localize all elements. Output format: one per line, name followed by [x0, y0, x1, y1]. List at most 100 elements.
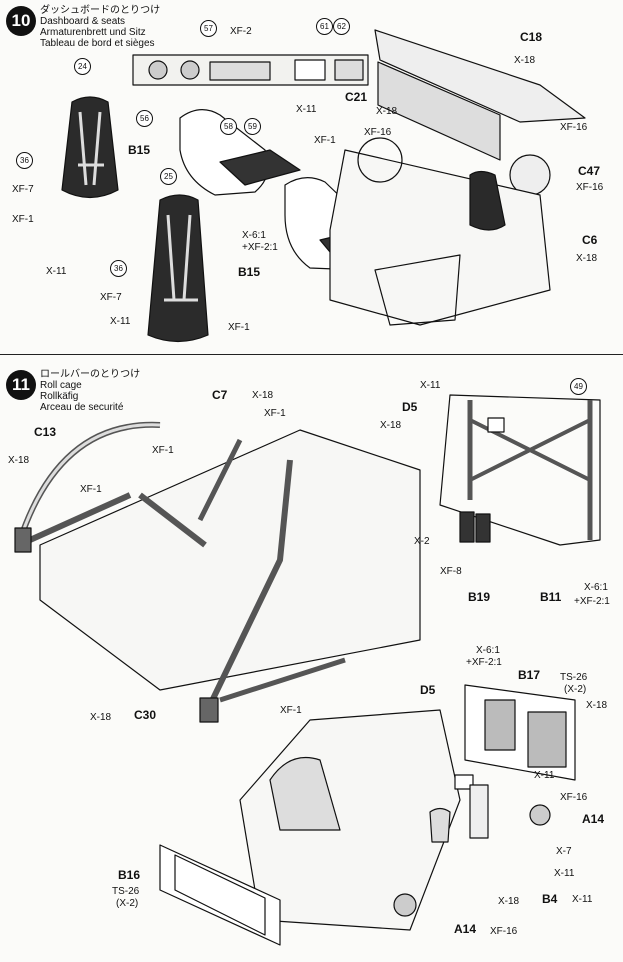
paint-x18-e: X-18 [586, 700, 608, 711]
paint-x18-b: X-18 [8, 455, 30, 466]
part-a14-b: A14 [454, 922, 477, 936]
paint-xf8: XF-8 [440, 566, 462, 577]
step-10-title-fr: Tableau de bord et sièges [40, 38, 155, 49]
step-11-title-de: Rollkäfig [40, 391, 79, 402]
step-10-title-en: Dashboard & seats [40, 16, 126, 27]
cage-tube-c30 [207, 459, 293, 707]
paint-x18-a: X-18 [252, 390, 274, 401]
body-shell-upper [39, 429, 421, 691]
part-c21: C21 [345, 90, 368, 104]
paint-xf7-b: XF-7 [100, 292, 122, 303]
paint-xf1-c: XF-1 [80, 484, 102, 495]
paint-x61: X-6:1 [242, 230, 266, 241]
part-d5-lower [454, 774, 474, 790]
wheel-c6 [469, 170, 506, 231]
paint-xf16-a: XF-16 [364, 127, 392, 138]
callout-36-a: 36 [16, 152, 33, 169]
paint-x2: X-2 [414, 536, 430, 547]
step-10-titles: ダッシュボードのとりつけ Dashboard & seats Armaturen… [40, 5, 160, 49]
part-a14-lower [393, 893, 417, 917]
part-c13: C13 [34, 425, 57, 439]
step-11-number: 11 [6, 370, 36, 400]
paint-xf16-b: XF-16 [560, 122, 588, 133]
step-divider [0, 354, 623, 355]
callout-57: 57 [200, 20, 217, 37]
paint-xf1-a: XF-1 [264, 408, 286, 419]
part-d5-b: D5 [420, 683, 436, 697]
paint-xf1-a: XF-1 [314, 135, 336, 146]
frame-b16 [159, 844, 281, 946]
paint-xf21-a: +XF-2:1 [574, 596, 610, 607]
paint-x61-a: X-6:1 [584, 582, 608, 593]
part-c6: C6 [582, 233, 598, 247]
paint-x2-a: (X-2) [564, 684, 587, 695]
part-b4: B4 [542, 892, 558, 906]
rear-cage-b11 [439, 394, 601, 546]
part-d5-a: D5 [402, 400, 418, 414]
paint-xf16-b: XF-16 [490, 926, 518, 937]
paint-xf1-d: XF-1 [280, 705, 302, 716]
paint-x11-a: X-11 [296, 104, 317, 115]
part-c47: C47 [578, 164, 601, 178]
paint-xf21-b: +XF-2:1 [466, 657, 502, 668]
cage-tube-c7 [138, 492, 207, 548]
paint-xf1-b: XF-1 [152, 445, 174, 456]
part-a14-upper [529, 804, 551, 826]
paint-x61-b: X-6:1 [476, 645, 500, 656]
paint-xf7-a: XF-7 [12, 184, 34, 195]
part-a14-a: A14 [582, 812, 605, 826]
paint-xf16-a: XF-16 [560, 792, 588, 803]
step-10-title-jp: ダッシュボードのとりつけ [40, 5, 161, 16]
step-11-titles: ロールバーのとりつけ Roll cage Rollkäfig Arceau de… [40, 369, 140, 413]
paint-xf1-c: XF-1 [228, 322, 250, 333]
callout-25: 25 [160, 168, 177, 185]
step-11-title-en: Roll cage [40, 380, 82, 391]
paint-x11-a: X-11 [420, 380, 441, 391]
paint-xf1-b: XF-1 [12, 214, 34, 225]
step-10-title-de: Armaturenbrett und Sitz [40, 27, 146, 38]
paint-x11-b: X-11 [534, 770, 555, 781]
part-c7: C7 [212, 388, 228, 402]
part-b19: B19 [468, 590, 491, 604]
paint-x18-c: X-18 [576, 253, 598, 264]
part-b15-b: B15 [238, 265, 261, 279]
callout-59: 59 [244, 118, 261, 135]
paint-ts26-a: TS-26 [560, 672, 588, 683]
callout-24: 24 [74, 58, 91, 75]
callout-36-b: 36 [110, 260, 127, 277]
paint-x18-b: X-18 [376, 106, 398, 117]
paint-x7: X-7 [556, 846, 572, 857]
step-11-title-fr: Arceau de securité [40, 402, 124, 413]
part-b15-a: B15 [128, 143, 151, 157]
paint-ts26-b: TS-26 [112, 886, 140, 897]
paint-xf21: +XF-2:1 [242, 242, 278, 253]
dashboard-c18 [374, 29, 586, 123]
paint-xf2: XF-2 [230, 26, 252, 37]
callout-58: 58 [220, 118, 237, 135]
paint-x18-f: X-18 [498, 896, 520, 907]
paint-x11-c: X-11 [110, 316, 131, 327]
step-10-number: 10 [6, 6, 36, 36]
part-c18: C18 [520, 30, 543, 44]
part-b16: B16 [118, 868, 141, 882]
paint-x18-d: X-18 [90, 712, 112, 723]
step-10-illustration [61, 29, 586, 343]
paint-xf16-c: XF-16 [576, 182, 604, 193]
paint-x18-a: X-18 [514, 55, 536, 66]
callout-56: 56 [136, 110, 153, 127]
seat-24-harness [61, 96, 119, 199]
paint-x2-b: (X-2) [116, 898, 139, 909]
paint-x18-c: X-18 [380, 420, 402, 431]
seat-25-harness [147, 194, 209, 343]
paint-x11-c: X-11 [554, 868, 575, 879]
callout-62: 62 [333, 18, 350, 35]
part-c30: C30 [134, 708, 157, 722]
paint-x11-b: X-11 [46, 266, 67, 277]
part-d5-upper [487, 417, 505, 433]
part-b11: B11 [540, 590, 562, 604]
part-b17: B17 [518, 668, 541, 682]
callout-61: 61 [316, 18, 333, 35]
paint-x11-d: X-11 [572, 894, 593, 905]
